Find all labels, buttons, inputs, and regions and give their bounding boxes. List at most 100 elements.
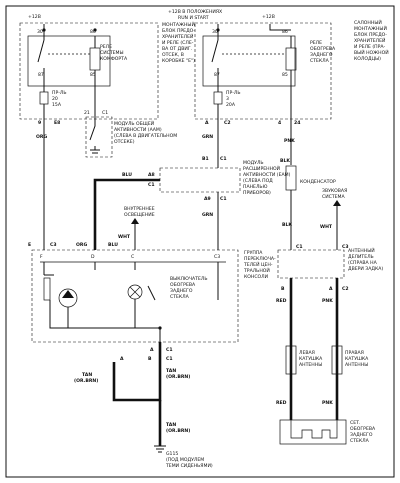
pin-e4: 24: [294, 120, 300, 126]
wire-blu-1: BLU: [122, 172, 132, 178]
wire-blk-1: BLK: [280, 158, 290, 164]
relay-heat-outline: [202, 35, 296, 87]
pin-a: A: [205, 120, 209, 126]
pin-c1-c: C1: [148, 182, 155, 188]
sound-system-label: ЗВУКОВАЯ СИСТЕМА: [322, 188, 349, 200]
mount-block-right-label: САЛОННЫЙ МОНТАЖНЫЙ БЛОК ПРЕДО- ХРАНИТЕЛЕ…: [354, 19, 390, 62]
aam-outline: [85, 116, 113, 158]
grid-label: СЕТ. ОБОГРЕВА ЗАДНЕГО СТЕКЛА: [350, 420, 377, 444]
pin-c2-a: C2: [224, 120, 231, 126]
wire-wht-1: WHT: [118, 234, 131, 240]
wire-tan-2: TAN (OR.BRN): [166, 368, 190, 380]
pin-4: 4: [278, 120, 281, 126]
wire-red-1: RED: [276, 298, 287, 304]
switch-group-label: ГРУППА ПЕРЕКЛЮЧА- ТЕЛЕЙ ЦЕН- ТРАЛЬНОЙ КО…: [243, 250, 277, 280]
left-coil-symbol: [285, 345, 297, 375]
top-v12-left: +12В: [28, 14, 41, 20]
eam-label: МОДУЛЬ РАСШИРЕННОЙ АКТИВНОСТИ (ЕАМ) (СЛЕ…: [243, 160, 292, 196]
condenser-label: КОНДЕНСАТОР: [300, 179, 336, 185]
condenser-symbol: [285, 165, 297, 191]
relay-comfort-coil: [89, 47, 101, 71]
pin-c1-g: C1: [166, 347, 173, 353]
relay-heat-out-wires: [217, 86, 292, 155]
aam-switch: [89, 112, 96, 150]
wire-tan-1: TAN (OR.BRN): [74, 372, 98, 384]
pin-9: 9: [38, 120, 41, 126]
junction-dot: [158, 326, 162, 330]
pin-a9: A9: [204, 196, 211, 202]
relay-comfort-wires: [37, 24, 96, 86]
pin-d: D: [91, 254, 95, 260]
ground-label: G115 (ПОД МОДУЛЕМ ТЕМИ СИДЕНЬЯМИ): [165, 451, 213, 469]
pin-87-right: 87: [214, 72, 220, 78]
fuse-left: [39, 91, 49, 105]
pin-b1: B1: [202, 156, 209, 162]
heat-switch-label: ВЫКЛЮЧАТЕЛЬ ОБОГРЕВА ЗАДНЕГО СТЕКЛА: [170, 276, 209, 300]
left-coil-label: ЛЕВАЯ КАТУШКА АНТЕННЫ: [299, 350, 324, 368]
pin-c2-c: C2: [342, 286, 349, 292]
relay-comfort-label: РЕЛЕ СИСТЕМЫ КОМФОРТА: [100, 44, 128, 62]
pin-c3-c: C3: [342, 244, 349, 250]
pin-c3: C3: [50, 242, 57, 248]
pin-21: 21: [84, 110, 90, 116]
relay-heat-label: РЕЛЕ ОБОГРЕВА ЗАДНЕГО СТЕКЛА: [310, 40, 337, 64]
top-v12-center: +12В В ПОЛОЖЕНИЯХ: [168, 9, 222, 15]
pin-e8: E8: [54, 120, 60, 126]
resistor-symbol: [43, 277, 51, 301]
led-icon: [62, 290, 74, 298]
relay-heat-coil: [285, 47, 297, 71]
pin-c3-b: C3: [214, 254, 220, 260]
top-v12-right: +12В: [262, 14, 275, 20]
arrow-up-icon: [131, 218, 139, 224]
relay-comfort-outline: [27, 35, 111, 87]
pin-87-left: 87: [38, 72, 44, 78]
ground-icon: [154, 445, 166, 453]
wire-org-1: ORG: [36, 134, 47, 140]
eam-outline: [159, 167, 241, 193]
wire-blu-2: BLU: [108, 242, 118, 248]
wire-grn-1: GRN: [202, 134, 213, 140]
wire-blk-2: BLK: [282, 222, 292, 228]
page-border: [5, 5, 395, 478]
wire-red-2: RED: [276, 400, 287, 406]
pin-30-right: 30: [212, 29, 218, 35]
arrow-up-icon: [333, 200, 341, 206]
grid-heater-symbol: [290, 420, 338, 439]
pin-c: C: [131, 254, 134, 260]
relay-heat-wires: [211, 24, 292, 86]
wire-pnk-2: PNK: [322, 298, 333, 304]
junction-dot: [216, 28, 220, 32]
right-coil-label: ПРАВАЯ КАТУШКА АНТЕННЫ: [345, 350, 370, 368]
switch-group-ground-bus: [49, 299, 161, 342]
mount-block-left-label: МОНТАЖНЫЙ БЛОК ПРЕДО- ХРАНИТЕЛЕЙ И РЕЛЕ …: [162, 21, 196, 64]
pin-a8: A8: [148, 172, 155, 178]
antenna-divider-outline: [277, 249, 345, 279]
wire-blu: [93, 178, 160, 250]
wire-tan-loop: [112, 342, 162, 402]
pin-c1-b: C1: [220, 156, 227, 162]
pin-c1-h: C1: [166, 356, 173, 362]
mount-block-right-outline: [194, 22, 332, 120]
pin-c1-i: C1: [296, 244, 303, 250]
pin-86-left: 86: [90, 29, 96, 35]
heat-switch-symbol: [147, 285, 156, 301]
fuse-left-label: ПР-ЛЬ 20 15А: [52, 90, 68, 108]
wire-pnk-1: PNK: [284, 138, 295, 144]
pin-e: E: [28, 242, 31, 248]
pin-30-left: 30: [37, 29, 43, 35]
pin-b-ground: B: [148, 356, 152, 362]
mount-block-left-outline: [19, 22, 159, 120]
aam-ground: [90, 149, 100, 154]
wire-pnk-3: PNK: [322, 400, 333, 406]
junction-dot: [42, 28, 46, 32]
top-run-start: RUN И START: [178, 15, 209, 21]
relay-comfort-out-wires: [43, 86, 96, 133]
pin-a-ground: A: [150, 347, 154, 353]
fuse-right-label: ПР-ЛЬ 3 20А: [226, 90, 242, 108]
junction-dot: [93, 28, 97, 32]
interior-light-label: ВНУТРЕННЕЕ ОСВЕЩЕНИЕ: [124, 206, 156, 218]
pin-85-left: 85: [90, 72, 96, 78]
wire-wht-2: WHT: [320, 224, 333, 230]
aam-label: МОДУЛЬ ОБЩЕЙ АКТИВНОСТИ (ААМ) (СЛЕВА В Д…: [114, 120, 179, 145]
